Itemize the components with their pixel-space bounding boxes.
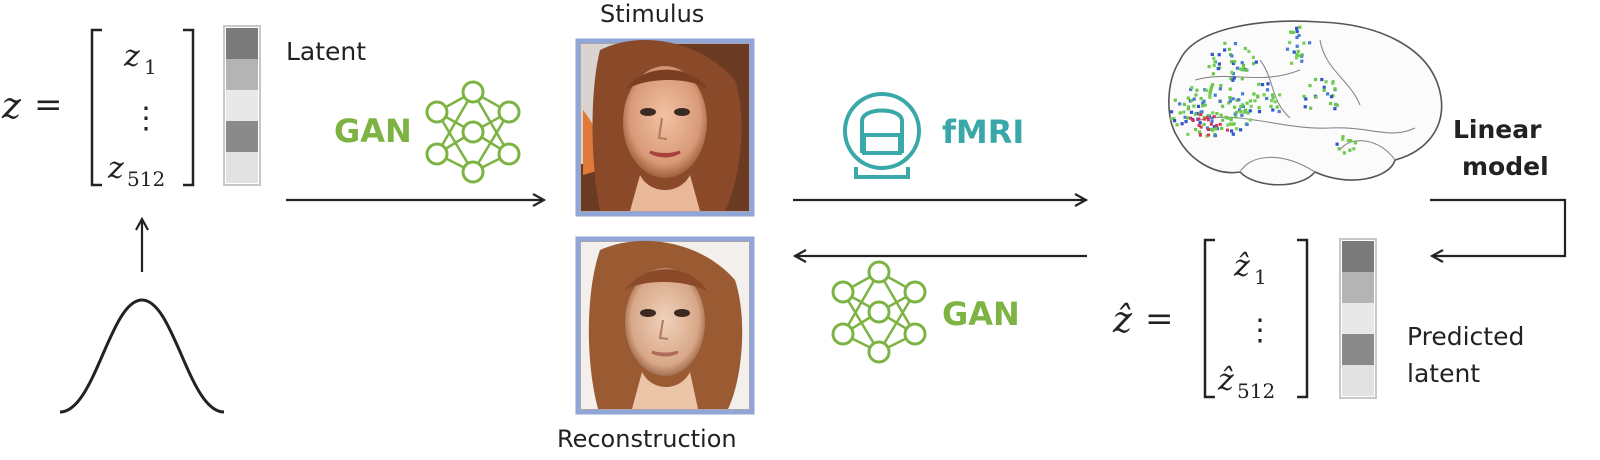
predicted-right-bracket — [1297, 238, 1309, 399]
predicted-swatch-column — [1339, 238, 1377, 399]
predicted-bottom-sub: 512 — [1237, 379, 1275, 403]
gan-forward-label: GAN — [334, 112, 412, 150]
latent-swatch — [1342, 365, 1374, 396]
predicted-label-line1: Predicted — [1407, 322, 1524, 351]
latent-dots: ⋮ — [131, 101, 161, 136]
latent-swatch — [226, 28, 258, 59]
predicted-latent-vector: ẑ = ẑ 1 ⋮ ẑ 512 — [1112, 238, 1309, 403]
latent-swatch — [226, 59, 258, 90]
latent-left-bracket — [90, 28, 102, 187]
linear-model-label-line2: model — [1462, 152, 1549, 181]
fmri-label: fMRI — [942, 113, 1024, 151]
stimulus-image — [575, 38, 755, 217]
stimulus-label: Stimulus — [600, 0, 704, 28]
predicted-top-sub: 1 — [1254, 265, 1267, 289]
latent-equals: = — [34, 85, 63, 125]
latent-swatch — [1342, 303, 1374, 334]
predicted-left-bracket — [1203, 238, 1215, 399]
predicted-equals: = — [1145, 299, 1174, 339]
latent-label: Latent — [286, 37, 366, 66]
latent-swatch — [226, 90, 258, 121]
latent-swatch — [1342, 272, 1374, 303]
gan-backward-label: GAN — [942, 295, 1020, 333]
latent-vector: z = z 1 ⋮ z 512 — [1, 28, 195, 191]
neural-network-icon — [425, 80, 521, 184]
latent-top-entry: z — [123, 39, 140, 74]
mri-scanner-icon — [843, 92, 921, 179]
latent-bottom-entry: z — [107, 151, 124, 186]
latent-bottom-sub: 512 — [127, 167, 165, 191]
latent-swatch — [1342, 334, 1374, 365]
neural-network-icon — [831, 260, 927, 364]
predicted-dots: ⋮ — [1245, 313, 1275, 348]
reconstruction-image — [575, 236, 755, 415]
latent-var: z — [1, 86, 22, 127]
reconstruction-label: Reconstruction — [557, 425, 737, 453]
predicted-label-line2: latent — [1407, 359, 1480, 388]
latent-swatch-column — [223, 25, 261, 186]
gaussian-curve-icon — [59, 298, 225, 414]
latent-swatch — [226, 152, 258, 183]
predicted-top-entry: ẑ — [1233, 249, 1250, 284]
latent-swatch — [226, 121, 258, 152]
brain-activation-icon — [1168, 20, 1443, 186]
latent-swatch — [1342, 241, 1374, 272]
latent-top-sub: 1 — [144, 55, 157, 79]
linear-model-arrow — [1430, 198, 1567, 256]
latent-right-bracket — [183, 28, 195, 187]
predicted-var: ẑ — [1112, 300, 1133, 341]
predicted-bottom-entry: ẑ — [1217, 363, 1234, 398]
linear-model-label-line1: Linear — [1453, 115, 1542, 144]
